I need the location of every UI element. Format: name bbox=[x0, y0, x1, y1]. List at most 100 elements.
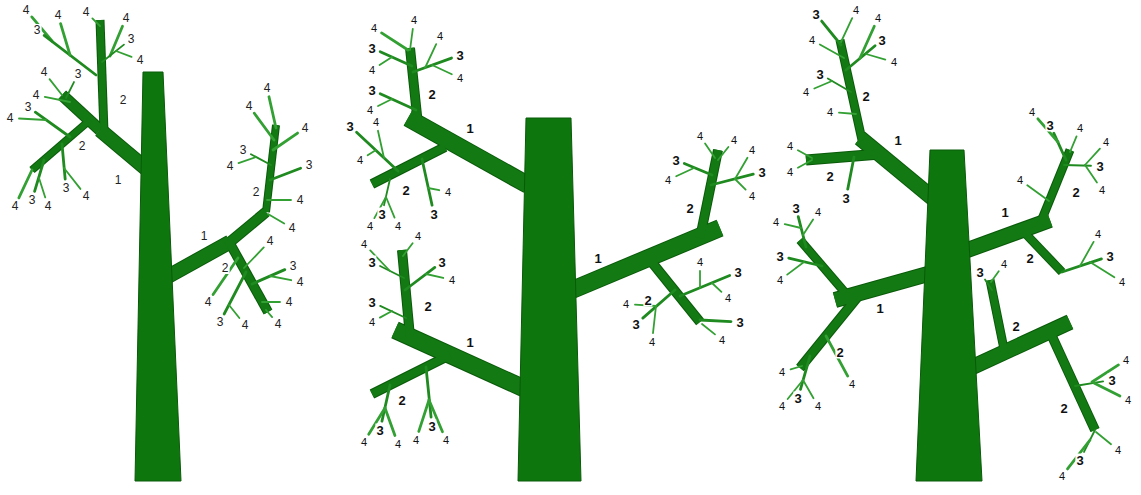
twig bbox=[803, 380, 814, 398]
branch-order-number: 3 bbox=[437, 256, 446, 269]
branch-order-number: 3 bbox=[841, 192, 850, 205]
branch-outline bbox=[800, 240, 848, 296]
branch-order-number: 4 bbox=[814, 401, 822, 412]
branch-order-number: 4 bbox=[40, 66, 49, 78]
twig bbox=[700, 320, 731, 322]
branch-order-number: 4 bbox=[730, 135, 738, 146]
branch-order-number: 4 bbox=[360, 239, 368, 250]
branch-order-number: 1 bbox=[114, 174, 123, 186]
branch-order-number: 4 bbox=[394, 221, 402, 232]
twig bbox=[991, 271, 999, 282]
branch-order-number: 2 bbox=[685, 202, 694, 215]
twig bbox=[712, 283, 721, 292]
branch-order-number: 1 bbox=[593, 252, 602, 265]
branch-outline bbox=[372, 355, 450, 394]
branch-order-number: 4 bbox=[808, 35, 816, 46]
trunks bbox=[135, 72, 982, 481]
twig bbox=[718, 147, 728, 160]
branch-order-number: 3 bbox=[775, 250, 784, 263]
twig bbox=[422, 159, 432, 205]
twig bbox=[224, 272, 246, 314]
branch-order-number: 2 bbox=[861, 90, 870, 103]
twig bbox=[798, 150, 812, 158]
branch-outline bbox=[806, 154, 880, 160]
branch-order-number: 4 bbox=[394, 439, 402, 450]
twig bbox=[860, 26, 874, 58]
branch-order-number: 4 bbox=[356, 155, 364, 166]
branch-order-number: 4 bbox=[786, 141, 794, 152]
branch-order-number: 3 bbox=[877, 34, 886, 47]
branch-outline bbox=[395, 330, 532, 392]
twig bbox=[699, 271, 701, 288]
twig bbox=[378, 131, 384, 158]
branch-order-number: 4 bbox=[285, 296, 294, 308]
twig bbox=[262, 301, 280, 303]
branch-order-number: 3 bbox=[367, 296, 376, 309]
branch bbox=[860, 138, 935, 200]
branch-order-number: 4 bbox=[412, 435, 420, 446]
branch-order-number: 3 bbox=[757, 166, 766, 179]
twig bbox=[39, 178, 45, 197]
branch-order-number: 2 bbox=[1071, 186, 1080, 199]
branch bbox=[1050, 332, 1095, 430]
branch bbox=[230, 212, 266, 242]
branch-order-number: 4 bbox=[366, 221, 374, 232]
branch-order-number: 4 bbox=[696, 131, 704, 142]
branch-order-number: 3 bbox=[24, 101, 33, 113]
twig bbox=[380, 57, 392, 65]
branch bbox=[402, 250, 410, 337]
branch-order-number: 4 bbox=[622, 299, 630, 310]
branch-order-number: 4 bbox=[370, 23, 378, 34]
branch-order-number: 3 bbox=[631, 318, 640, 331]
branch-outline bbox=[100, 20, 104, 132]
trunk bbox=[135, 72, 181, 481]
branch-order-number: 3 bbox=[305, 159, 314, 171]
branch-order-number: 4 bbox=[456, 73, 464, 84]
branch-order-number: 1 bbox=[200, 230, 209, 242]
twig bbox=[410, 29, 413, 50]
twig bbox=[368, 150, 376, 155]
branch-order-number: 3 bbox=[367, 256, 376, 269]
branch-outline bbox=[860, 138, 935, 200]
branch-order-number: 3 bbox=[975, 266, 984, 279]
branch-order-number: 3 bbox=[367, 42, 376, 55]
branch-order-number: 4 bbox=[648, 337, 656, 348]
branch-order-number: 4 bbox=[226, 160, 235, 172]
twig bbox=[252, 270, 285, 284]
branch-order-number: 4 bbox=[368, 65, 376, 76]
branch-order-number: 4 bbox=[852, 5, 860, 16]
branch-order-number: 4 bbox=[44, 200, 53, 212]
branch bbox=[410, 48, 418, 125]
branch-order-number: 3 bbox=[735, 316, 744, 329]
branch-order-number: 4 bbox=[366, 105, 374, 116]
twig bbox=[841, 18, 852, 42]
branch-order-number: 4 bbox=[724, 293, 732, 304]
twig bbox=[268, 214, 284, 223]
twig bbox=[428, 188, 439, 190]
branch-order-number: 4 bbox=[360, 437, 368, 448]
branch-order-number: 3 bbox=[1095, 160, 1104, 173]
branch-order-number: 2 bbox=[78, 140, 87, 152]
branch-order-number: 3 bbox=[239, 144, 248, 156]
branch-outline bbox=[835, 272, 935, 300]
branch-order-number: 4 bbox=[263, 82, 272, 94]
branch-order-number: 4 bbox=[1118, 277, 1126, 288]
branch-order-number: 4 bbox=[890, 57, 898, 68]
twig bbox=[92, 18, 100, 26]
branch-order-number: 4 bbox=[664, 175, 672, 186]
branch-order-number: 2 bbox=[1011, 320, 1020, 333]
branch-order-number: 3 bbox=[377, 208, 386, 221]
branch-order-number: 3 bbox=[367, 84, 376, 97]
twig bbox=[1027, 185, 1049, 201]
branch-order-number: 4 bbox=[241, 319, 250, 331]
twig bbox=[1070, 136, 1077, 152]
branch-order-number: 1 bbox=[465, 122, 474, 135]
branch-order-number: 4 bbox=[204, 296, 213, 308]
twig bbox=[244, 247, 264, 268]
branch-order-number: 4 bbox=[436, 31, 444, 42]
branch-order-number: 4 bbox=[1098, 185, 1106, 196]
branch-order-number: 3 bbox=[127, 33, 136, 45]
twig bbox=[273, 133, 298, 150]
branch-order-number: 4 bbox=[444, 187, 452, 198]
